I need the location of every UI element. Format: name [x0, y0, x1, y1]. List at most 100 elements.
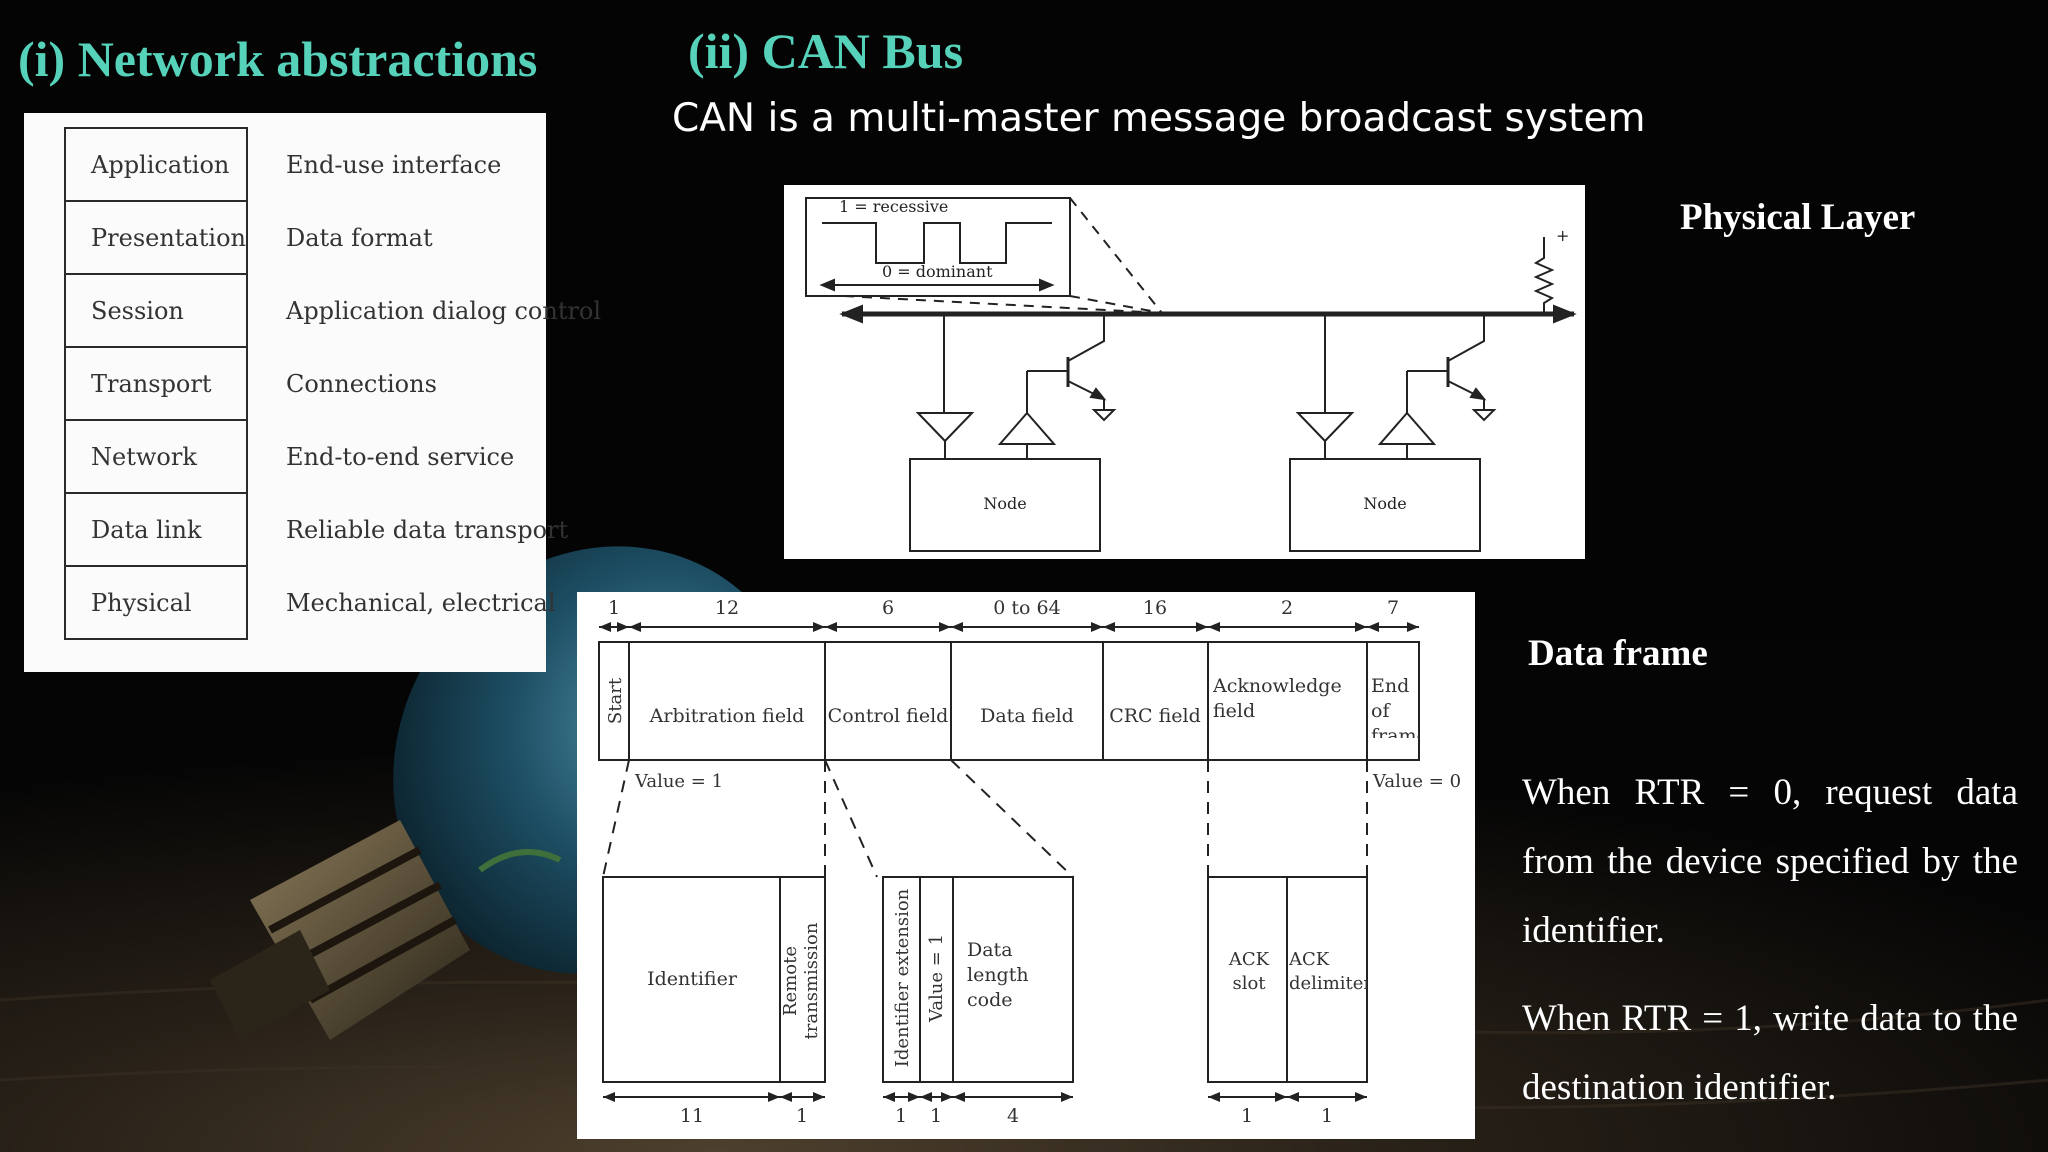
arbitration-detail-box: [602, 876, 826, 1083]
field-control: Control field: [828, 705, 949, 727]
node2-emitter-arrow: [1469, 387, 1487, 401]
control-detail-box: [882, 876, 1074, 1083]
node1-box: [909, 458, 1101, 552]
supply-plus-label: +: [1556, 226, 1569, 245]
bits-ack-delimiter: 1: [1321, 1105, 1333, 1127]
projection-line: [1069, 295, 1163, 314]
rtr-zero-explanation: When RTR = 0, request data from the devi…: [1522, 772, 2018, 951]
bits-arbitration: 12: [715, 597, 739, 619]
ack-slot-wrapper: ACK slot: [1228, 949, 1270, 994]
ack-delimiter-wrapper: ACK delimiter: [1289, 949, 1367, 994]
frame-outline: [598, 641, 1420, 761]
start-value: Value = 1: [634, 771, 723, 792]
signal-level-inset: [805, 197, 1071, 297]
pull-up-resistor: [1533, 237, 1555, 314]
bits-ack-slot: 1: [1241, 1105, 1253, 1127]
inset-arrowhead-left: [819, 278, 835, 292]
bits-dlc: 4: [1007, 1105, 1019, 1127]
osi-layer-description: Data format: [285, 223, 433, 252]
bus-arrowhead-right: [1553, 304, 1577, 324]
dlc-label-wrapper: Data length code: [967, 939, 1029, 1011]
physical-layer-label: Physical Layer: [1680, 197, 1916, 238]
osi-layer-description: Reliable data transport: [285, 515, 569, 544]
identifier-label: Identifier: [647, 968, 738, 990]
field-eof: End of frame: [1371, 675, 1419, 738]
field-arbitration: Arbitration field: [649, 705, 805, 727]
bits-control: 6: [882, 597, 894, 619]
bits-reserved: 1: [930, 1105, 942, 1127]
field-ack: Acknowledge field: [1213, 675, 1342, 722]
field-data: Data field: [980, 705, 1074, 727]
dimension-arrowheads: [599, 622, 1419, 1102]
bits-identifier: 11: [680, 1105, 704, 1127]
rtr-label-wrapper: Remote transmission request bit: [780, 922, 825, 1040]
osi-layer-description: Connections: [285, 369, 437, 398]
osi-layer-name: Transport: [64, 346, 248, 421]
bus-arrowhead-left: [839, 304, 863, 324]
osi-layer-row: Transport Connections: [64, 346, 602, 421]
recessive-label: 1 = recessive: [839, 197, 948, 216]
osi-layer-description: End-use interface: [285, 150, 502, 179]
node1-receiver-buffer: [915, 412, 975, 443]
reserved-value-label: Value = 1: [926, 934, 947, 1023]
osi-layer-row: Application End-use interface: [64, 127, 602, 202]
data-frame-diagram: 1 12 6 0 to 64 16 2 7 Start Arbitration …: [577, 592, 1475, 1139]
data-frame-label: Data frame: [1528, 633, 1708, 674]
network-abstractions-title: (i) Network abstractions: [18, 31, 538, 87]
osi-layer-description: Mechanical, electrical: [285, 588, 556, 617]
node2-receiver-buffer: [1295, 412, 1355, 443]
node1-ground-icon: [1091, 409, 1117, 422]
field-crc: CRC field: [1109, 705, 1201, 727]
ide-label: Identifier extension: [892, 888, 913, 1067]
osi-layer-row: Network End-to-end service: [64, 419, 602, 494]
osi-layer-name: Network: [64, 419, 248, 494]
node1-collector: [1067, 314, 1105, 362]
can-bus-title: (ii) CAN Bus: [688, 23, 964, 79]
expansion-line: [950, 759, 1074, 878]
node2-label: Node: [1363, 494, 1406, 513]
osi-layer-name: Presentation: [64, 200, 248, 275]
physical-layer-svg: 1 = recessive 0 = dominant + Node Node: [805, 197, 1577, 552]
node1-emitter-arrow: [1089, 387, 1107, 401]
osi-layer-name: Application: [64, 127, 248, 202]
signal-waveform: [822, 222, 1052, 264]
node2-collector: [1447, 314, 1485, 362]
rtr-one-explanation: When RTR = 1, write data to the destinat…: [1522, 998, 2018, 1108]
osi-layer-row: Physical Mechanical, electrical: [64, 565, 602, 640]
node1-transmitter-buffer: [997, 411, 1057, 445]
dominant-label: 0 = dominant: [882, 262, 993, 281]
physical-layer-diagram: 1 = recessive 0 = dominant + Node Node: [784, 185, 1585, 559]
can-bus-subtitle: CAN is a multi-master message broadcast …: [672, 96, 1646, 141]
node2-ground-icon: [1471, 409, 1497, 422]
osi-layer-name: Data link: [64, 492, 248, 567]
bits-ide: 1: [895, 1105, 907, 1127]
bits-data: 0 to 64: [993, 597, 1060, 619]
expansion-line: [824, 759, 878, 878]
bits-rtr: 1: [796, 1105, 808, 1127]
rtr-label: Remote transmission request bit: [780, 922, 825, 1040]
node2-transmitter-buffer: [1377, 411, 1437, 445]
projection-line: [1069, 197, 1163, 314]
osi-layer-description: End-to-end service: [285, 442, 515, 471]
osi-layer-row: Session Application dialog control: [64, 273, 602, 348]
field-eof-wrapper: End of frame: [1371, 675, 1419, 738]
node1-label: Node: [983, 494, 1026, 513]
osi-layer-row: Data link Reliable data transport: [64, 492, 602, 567]
data-frame-svg: 1 12 6 0 to 64 16 2 7 Start Arbitration …: [598, 597, 1461, 1127]
ack-delimiter-label: ACK delimiter: [1289, 949, 1367, 994]
dlc-label: Data length code: [967, 939, 1029, 1011]
node2-box: [1289, 458, 1481, 552]
osi-layer-name: Physical: [64, 565, 248, 640]
bits-eof: 7: [1387, 597, 1399, 619]
osi-layer-description: Application dialog control: [285, 296, 602, 325]
bits-start: 1: [608, 597, 620, 619]
bits-ack: 2: [1281, 597, 1293, 619]
end-value: Value = 0: [1372, 771, 1461, 792]
bits-crc: 16: [1143, 597, 1167, 619]
field-ack-wrapper: Acknowledge field: [1213, 675, 1342, 722]
osi-layer-name: Session: [64, 273, 248, 348]
ack-slot-label: ACK slot: [1228, 949, 1270, 994]
